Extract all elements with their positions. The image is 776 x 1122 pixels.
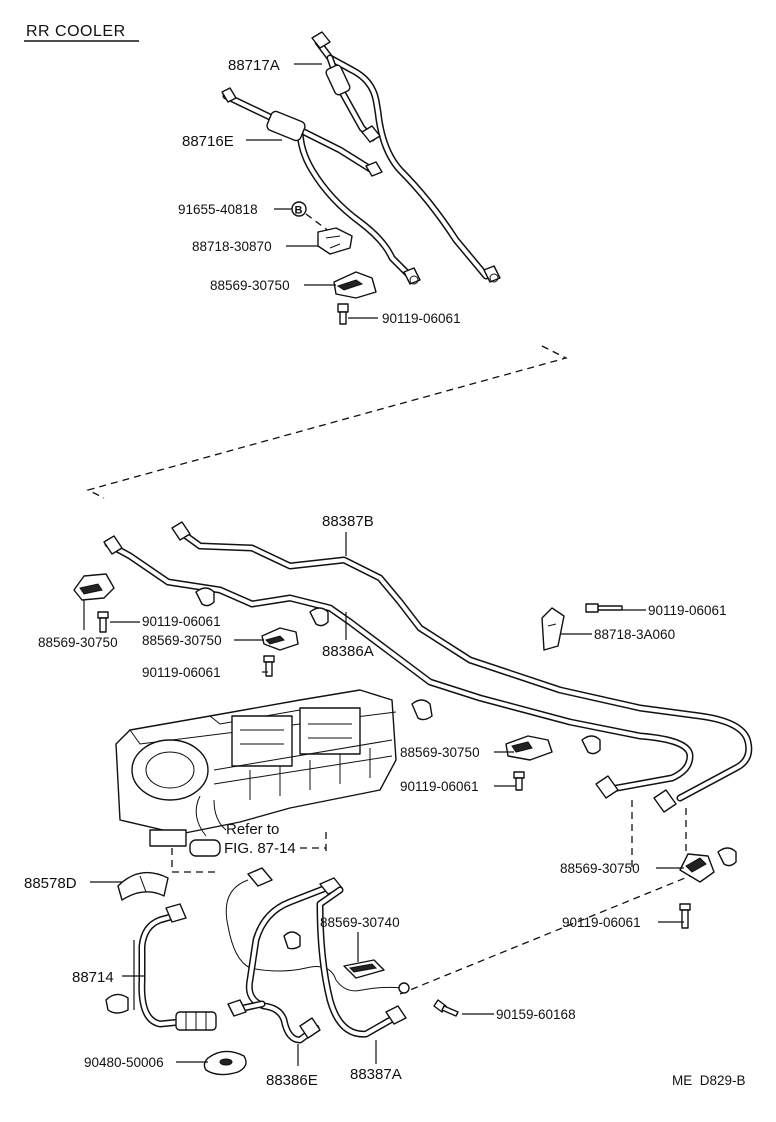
footer-code: ME D829-B	[672, 1073, 746, 1088]
label-88718-30870: 88718-30870	[192, 239, 272, 254]
bottom-pipe-assembly	[105, 867, 459, 1076]
top-pipe-assembly: B	[221, 31, 501, 325]
label-88569-30750-center: 88569-30750	[400, 745, 480, 760]
main-pipe-assembly	[73, 521, 753, 995]
label-88716E: 88716E	[182, 133, 234, 150]
label-88569-30750-top: 88569-30750	[210, 278, 290, 293]
label-88569-30750-mid: 88569-30750	[142, 633, 222, 648]
label-88387A: 88387A	[350, 1066, 402, 1083]
label-90119-06061-top: 90119-06061	[382, 311, 461, 326]
refer-figure-text: FIG. 87-14	[224, 840, 296, 857]
rear-cooler-unit	[115, 689, 397, 857]
label-90119-06061-lowright: 90119-06061	[562, 915, 641, 930]
label-88717A: 88717A	[228, 57, 280, 74]
label-90119-06061-right: 90119-06061	[648, 603, 727, 618]
label-88387B: 88387B	[322, 513, 374, 530]
label-90119-06061-mid: 90119-06061	[142, 665, 221, 680]
label-88578D: 88578D	[24, 875, 77, 892]
label-88386A: 88386A	[322, 643, 374, 660]
label-90480-50006: 90480-50006	[84, 1055, 164, 1070]
refer-to-text: Refer to	[226, 821, 279, 838]
label-88569-30740: 88569-30740	[320, 915, 400, 930]
diagram-title: RR COOLER	[26, 23, 126, 40]
label-88569-30750-lowright: 88569-30750	[560, 861, 640, 876]
label-90119-06061-left: 90119-06061	[142, 614, 221, 629]
label-88386E: 88386E	[266, 1072, 318, 1089]
label-88714: 88714	[72, 969, 114, 986]
label-88569-30750-left: 88569-30750	[38, 635, 118, 650]
label-90159-60168: 90159-60168	[496, 1007, 576, 1022]
section-connector	[86, 345, 568, 499]
label-88718-3A060: 88718-3A060	[594, 627, 675, 642]
b-marker-letter: B	[295, 205, 303, 217]
label-90119-06061-center: 90119-06061	[400, 779, 479, 794]
label-91655-40818: 91655-40818	[178, 202, 258, 217]
